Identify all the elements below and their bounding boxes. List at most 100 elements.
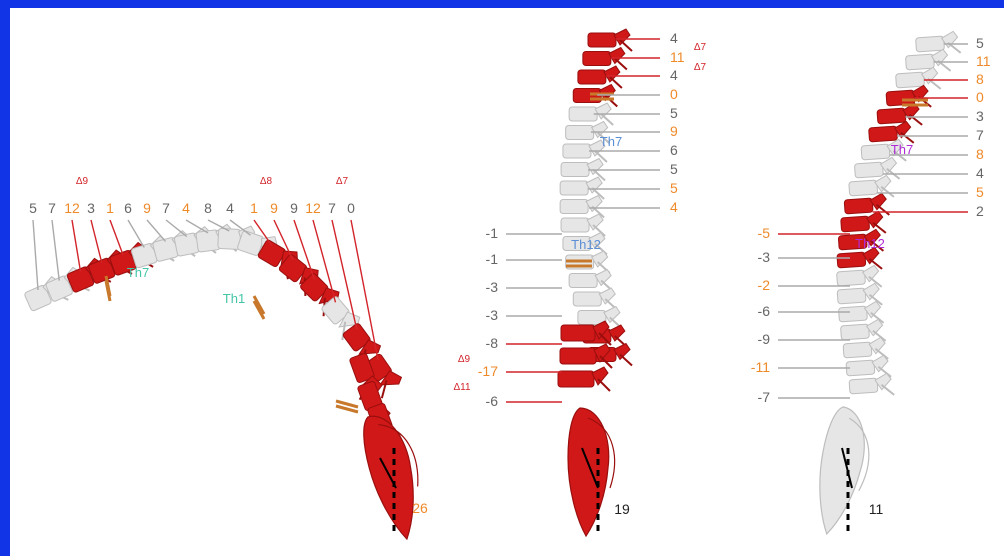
p3-right-label-5: 7 bbox=[976, 127, 984, 143]
p3-left-label-6: -7 bbox=[758, 389, 771, 405]
p1-angle-label-12: 9 bbox=[270, 200, 278, 216]
p3-vertebra-17-body bbox=[843, 342, 872, 358]
p3-right-label-7: 4 bbox=[976, 165, 984, 181]
p2-left-label-0: -1 bbox=[486, 225, 499, 241]
p1-level-th7: Th7 bbox=[127, 265, 149, 280]
p3-right-label-3: 0 bbox=[976, 89, 984, 105]
p1-angle-label-15: 7 bbox=[328, 200, 336, 216]
p1-angle-label-2: 12 bbox=[64, 200, 80, 216]
p1-delta-2: Δ7 bbox=[336, 176, 349, 187]
p1-angle-label-0: 5 bbox=[29, 200, 37, 216]
p1-leader-3 bbox=[91, 220, 102, 263]
p3-left-label-4: -9 bbox=[758, 331, 771, 347]
p3-vertebra-14-body bbox=[837, 288, 866, 304]
p3-pelvis bbox=[809, 405, 877, 539]
p3-pelvis-sacrum bbox=[809, 405, 871, 538]
p3-vertebra-7-body bbox=[854, 162, 883, 178]
p1-leader-2 bbox=[72, 220, 81, 271]
p3-vertebra-5-body bbox=[869, 126, 898, 142]
p3-right-label-9: 2 bbox=[976, 203, 984, 219]
p2-right-label-4: 5 bbox=[670, 105, 678, 121]
p2-vertebra-0 bbox=[588, 29, 632, 51]
p2-level-th7: Th7 bbox=[600, 134, 622, 149]
p3-vertebra-15-body bbox=[838, 306, 867, 322]
p2-vertebra-9-body bbox=[560, 200, 588, 214]
p3-left-label-2: -2 bbox=[758, 277, 771, 293]
p2-left-label-5: -17 bbox=[478, 363, 498, 379]
p2-vertebra-7-body bbox=[561, 163, 589, 177]
p1-angle-label-10: 4 bbox=[226, 200, 234, 216]
p1-angle-label-4: 1 bbox=[106, 200, 114, 216]
p2-left-label-6: -6 bbox=[486, 393, 499, 409]
p2-right-label-5: 9 bbox=[670, 123, 678, 139]
p2-right-label-6: 6 bbox=[670, 142, 678, 158]
p2-vertebra-2 bbox=[578, 66, 622, 88]
p1-angle-label-13: 9 bbox=[290, 200, 298, 216]
p3-left-label-5: -11 bbox=[751, 359, 770, 375]
p3-vertebra-9-body bbox=[844, 198, 873, 214]
p1-leader-4 bbox=[110, 220, 123, 255]
p3-level-th7: Th7 bbox=[891, 142, 913, 157]
p1-angle-label-8: 4 bbox=[182, 200, 190, 216]
p2-vertebra-l3-body bbox=[558, 371, 594, 387]
p2-delta-l0: Δ9 bbox=[458, 354, 471, 365]
p3-vertebra-8-body bbox=[849, 180, 878, 196]
p1-disc-1-b bbox=[106, 281, 110, 301]
p3-vertebra-6-body bbox=[861, 144, 890, 160]
p3-vertebra-4-spinous bbox=[909, 114, 922, 126]
p2-right-label-2: 4 bbox=[670, 67, 678, 83]
p2-vertebra-8-body bbox=[560, 181, 588, 195]
p2-left-label-3: -3 bbox=[486, 307, 499, 323]
p3-vertebra-8 bbox=[848, 175, 893, 200]
p1-leader-0 bbox=[33, 220, 38, 290]
p1-angle-label-7: 7 bbox=[162, 200, 170, 216]
p2-end-number: 19 bbox=[614, 501, 630, 517]
p2-delta-r1: Δ7 bbox=[694, 62, 707, 73]
p2-delta-r0: Δ7 bbox=[694, 42, 707, 53]
p2-vertebra-l2 bbox=[560, 344, 612, 368]
p2-vertebra-9 bbox=[560, 196, 604, 218]
p2-vertebra-l3 bbox=[558, 367, 610, 391]
p2-vertebra-0-body bbox=[588, 33, 616, 47]
p3-right-label-2: 8 bbox=[976, 71, 984, 87]
p3-vertebra-9 bbox=[844, 193, 889, 218]
p3-right-label-8: 5 bbox=[976, 184, 984, 200]
p3-vertebra-19-spinous bbox=[881, 384, 894, 396]
p1-angle-label-11: 1 bbox=[250, 200, 258, 216]
p2-vertebra-13-body bbox=[569, 274, 597, 288]
p2-vertebra-17-spinous bbox=[620, 355, 632, 366]
p3-left-label-1: -3 bbox=[758, 249, 771, 265]
p3-vertebra-13-body bbox=[837, 270, 866, 286]
p2-vertebra-14 bbox=[573, 288, 617, 310]
p3-vertebra-7 bbox=[854, 157, 899, 182]
p2-vertebra-13 bbox=[569, 270, 613, 292]
p1-angle-label-6: 9 bbox=[143, 200, 151, 216]
p1-angle-label-14: 12 bbox=[305, 200, 321, 216]
p3-right-label-6: 8 bbox=[976, 146, 984, 162]
p3-vertebra-16-body bbox=[841, 324, 870, 340]
p2-vertebra-10 bbox=[561, 214, 605, 236]
p3-vertebra-10 bbox=[840, 211, 885, 236]
p2-vertebra-6-body bbox=[563, 144, 591, 158]
p2-right-label-3: 0 bbox=[670, 86, 678, 102]
p3-vertebra-4-body bbox=[877, 108, 906, 124]
p1-angle-label-16: 0 bbox=[347, 200, 355, 216]
p2-vertebra-l1-body bbox=[561, 325, 595, 341]
p3-vertebra-2-body bbox=[896, 72, 925, 88]
p2-vertebra-l3-spinous bbox=[598, 379, 610, 391]
p2-right-label-8: 5 bbox=[670, 180, 678, 196]
p2-vertebra-5-body bbox=[566, 126, 594, 140]
p1-end-number: 26 bbox=[412, 500, 428, 516]
p2-right-label-7: 5 bbox=[670, 161, 678, 177]
p3-vertebra-12-body bbox=[837, 252, 866, 268]
p1-leader-6 bbox=[147, 220, 166, 241]
p2-vertebra-1-body bbox=[583, 52, 611, 66]
p2-vertebra-l2-body bbox=[560, 348, 596, 364]
p3-vertebra-18-body bbox=[846, 360, 875, 376]
p1-angle-label-5: 6 bbox=[124, 200, 132, 216]
p3-vertebra-4 bbox=[877, 103, 922, 128]
p3-vertebra-19 bbox=[849, 373, 894, 398]
p2-left-label-1: -1 bbox=[486, 251, 499, 267]
